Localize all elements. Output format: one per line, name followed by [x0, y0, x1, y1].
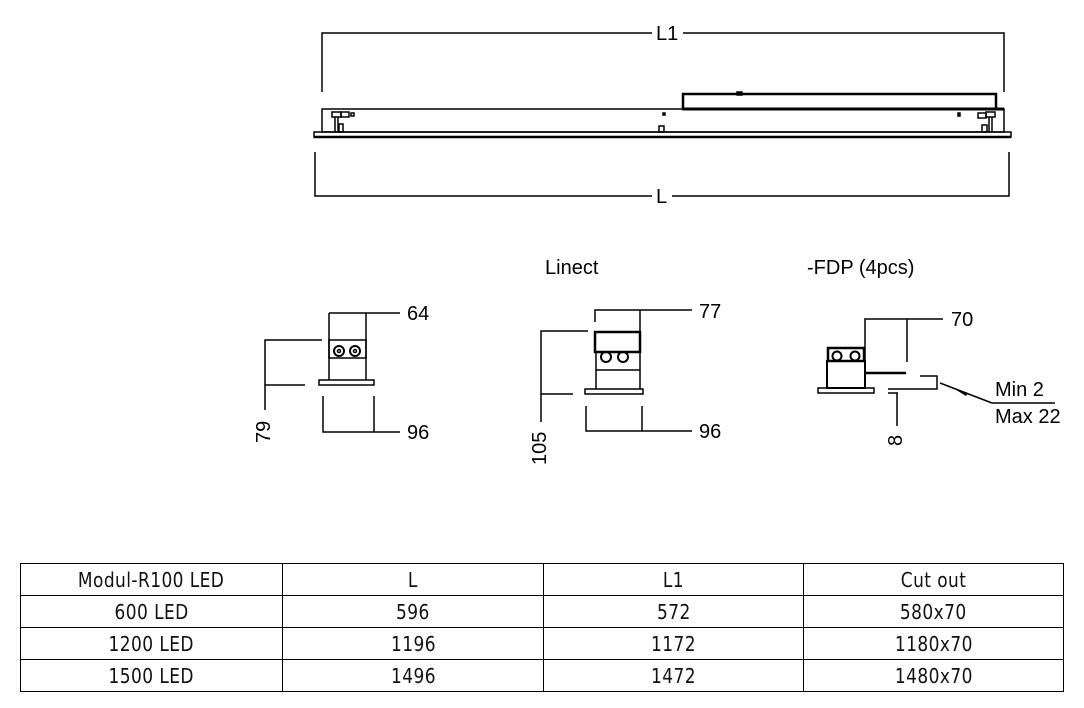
cell-l: 1196: [390, 631, 436, 656]
table-row: 600 LED 596 572 580x70: [20, 595, 1064, 628]
width-bottom-linect: 96: [699, 421, 722, 443]
table-header-row: Modul-R100 LED L L1 Cut out: [20, 563, 1064, 596]
cell-l: 596: [396, 599, 430, 624]
cell-model: 1200 LED: [108, 631, 195, 656]
header-cutout: Cut out: [803, 563, 1064, 596]
header-l1: L1: [543, 563, 804, 596]
cell-model: 1500 LED: [108, 663, 195, 688]
cell-l1: 572: [656, 599, 691, 624]
ceiling-max-label: Max 22: [995, 406, 1061, 428]
cell-l1: 1472: [651, 663, 696, 688]
height-standard: 79: [253, 420, 275, 443]
header-l: L: [282, 563, 544, 596]
dimensions-table: Modul-R100 LED L L1 Cut out 600 LED 596 …: [20, 563, 1064, 692]
section-title-linect: Linect: [545, 257, 599, 279]
cell-l: 1496: [390, 663, 436, 688]
section-standard-drawing: [264, 312, 400, 433]
table-row: 1200 LED 1196 1172 1180x70: [20, 627, 1064, 660]
width-top-standard: 64: [407, 303, 430, 325]
table-row: 1500 LED 1496 1472 1480x70: [20, 659, 1064, 692]
section-linect-drawing: [540, 309, 692, 432]
section-fdp-drawing: [817, 318, 1055, 426]
width-top-linect: 77: [699, 301, 722, 323]
section-title-fdp: -FDP (4pcs): [807, 257, 915, 279]
depth-fdp: 8: [885, 434, 907, 446]
dimension-label-l: L: [656, 186, 668, 208]
height-linect: 105: [529, 431, 551, 465]
cell-cutout: 580x70: [900, 599, 967, 624]
ceiling-min-label: Min 2: [995, 379, 1044, 401]
cell-l1: 1172: [651, 631, 696, 656]
dimension-line-l: [314, 152, 652, 197]
dimension-label-l1: L1: [656, 23, 679, 45]
width-bottom-standard: 96: [407, 422, 430, 444]
width-top-fdp: 70: [951, 309, 974, 331]
header-model: Modul-R100 LED: [20, 563, 283, 596]
side-view-drawing: [313, 32, 1012, 197]
dimension-line-l1: [321, 32, 652, 92]
cell-model: 600 LED: [114, 599, 189, 624]
cell-cutout: 1180x70: [894, 631, 973, 656]
cell-cutout: 1480x70: [894, 663, 973, 688]
